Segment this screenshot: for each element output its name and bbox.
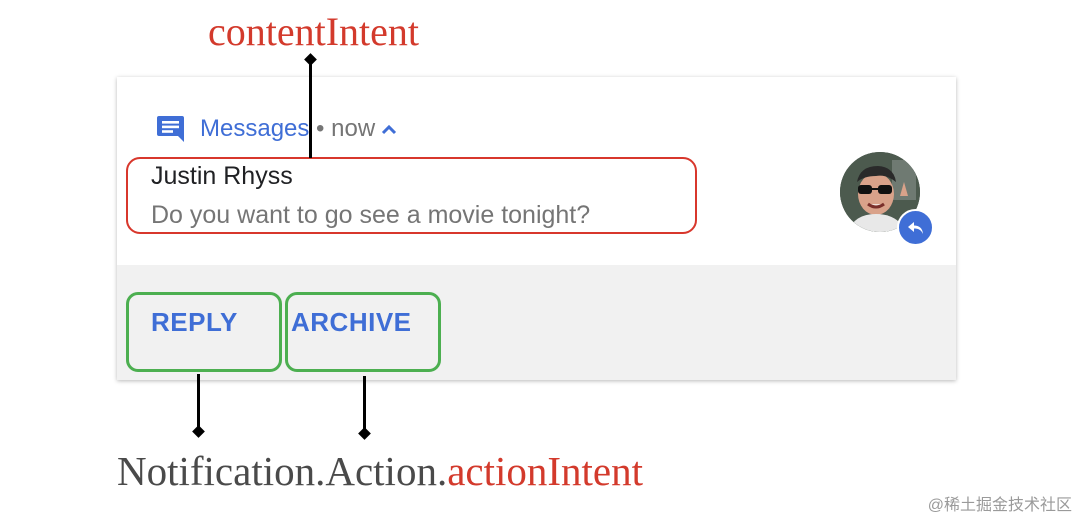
reply-button[interactable]: REPLY	[151, 307, 238, 337]
reply-connector-line	[197, 374, 200, 430]
reply-arrow-icon	[897, 209, 934, 246]
reply-connector-head	[192, 425, 205, 438]
action-class-label: Notification.Action.	[117, 448, 448, 494]
watermark: @稀土掘金技术社区	[927, 497, 1072, 514]
content-intent-highlight	[126, 157, 697, 234]
chevron-up-icon[interactable]	[381, 113, 397, 143]
archive-connector-line	[363, 376, 366, 432]
app-name: Messages	[200, 115, 310, 142]
notification-actions-area	[117, 265, 956, 380]
archive-connector-head	[358, 427, 371, 440]
notification-header[interactable]: Messages • now	[200, 114, 397, 144]
content-intent-connector-line	[309, 60, 312, 158]
messages-icon	[156, 114, 185, 143]
archive-button[interactable]: ARCHIVE	[291, 307, 412, 337]
reply-action-highlight	[126, 292, 282, 372]
content-intent-label: contentIntent	[208, 9, 420, 54]
archive-action-highlight	[285, 292, 441, 372]
action-intent-text: actionIntent	[447, 448, 644, 494]
notification-time: • now	[309, 115, 376, 142]
action-intent-label: Notification.Action.actionIntent	[117, 446, 643, 496]
notification-card[interactable]	[117, 77, 956, 380]
notification-title: Justin Rhyss	[151, 162, 293, 190]
avatar	[840, 152, 920, 232]
notification-body: Do you want to go see a movie tonight?	[151, 201, 591, 229]
